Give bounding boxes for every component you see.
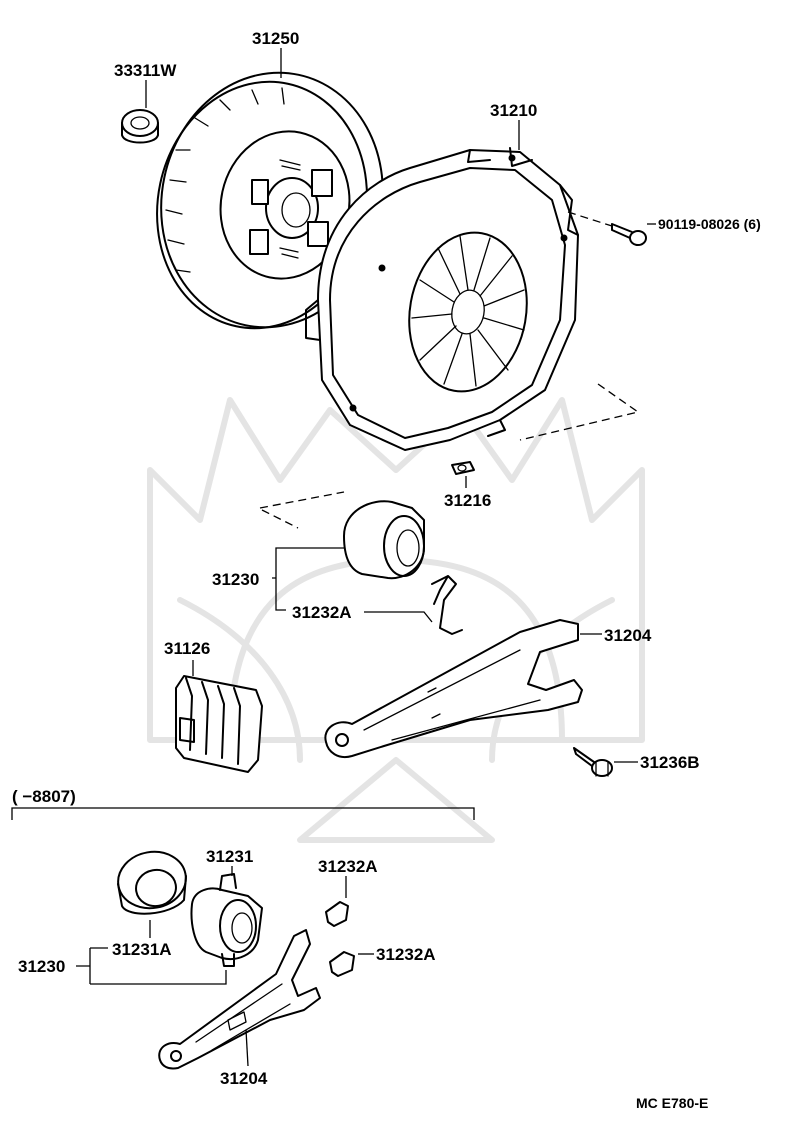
label-release-bearing-assy: 31230 <box>212 570 259 589</box>
label-old-clip-upper: 31232A <box>318 857 378 876</box>
label-fork-boot: 31126 <box>164 639 210 658</box>
label-cover-bolt: 90119-08026 (6) <box>658 216 761 232</box>
label-variant-range: ( −8807) <box>12 787 76 806</box>
label-clutch-disc: 31250 <box>252 29 299 48</box>
label-release-bearing-clip: 31232A <box>292 603 352 622</box>
label-old-bearing: 31231A <box>112 940 172 959</box>
label-old-clip-lower: 31232A <box>376 945 436 964</box>
leader-release-bearing-upper <box>272 547 344 611</box>
pilot-bearing <box>121 109 159 144</box>
footer-code: MC E780-E <box>636 1095 708 1111</box>
label-old-fork: 31204 <box>220 1069 268 1088</box>
label-old-bearing-assy: 31230 <box>18 957 65 976</box>
assembly-line-upper <box>519 383 640 441</box>
old-bearing <box>117 850 187 915</box>
fork-support <box>573 747 613 777</box>
label-pilot-bearing: 33311W <box>114 61 177 80</box>
watermark-emblem <box>147 397 645 843</box>
cover-bolt <box>611 223 647 246</box>
old-clip-upper <box>325 901 349 927</box>
label-clutch-cover: 31210 <box>490 101 537 120</box>
old-clip-lower <box>329 951 355 977</box>
leader-fork-lower <box>245 1029 249 1067</box>
assembly-line-lower <box>259 491 345 529</box>
variant-bracket <box>11 807 475 820</box>
clutch-cover <box>305 147 579 451</box>
label-fork-support: 31236B <box>640 753 700 772</box>
old-bearing-hub <box>190 873 263 967</box>
label-release-fork: 31204 <box>604 626 652 645</box>
label-boot-clip: 31216 <box>444 491 491 510</box>
fork-boot <box>175 675 263 773</box>
leader-clip-upper <box>364 611 433 623</box>
boot-clip <box>451 461 475 475</box>
release-bearing <box>343 500 425 580</box>
release-fork-upper <box>324 619 583 758</box>
release-fork-lower <box>158 929 321 1070</box>
release-bearing-clip-upper <box>431 575 463 635</box>
bolt-axis-line <box>567 211 613 227</box>
label-old-bearing-hub: 31231 <box>206 847 253 866</box>
leader-old-bearing-assy <box>76 947 227 985</box>
